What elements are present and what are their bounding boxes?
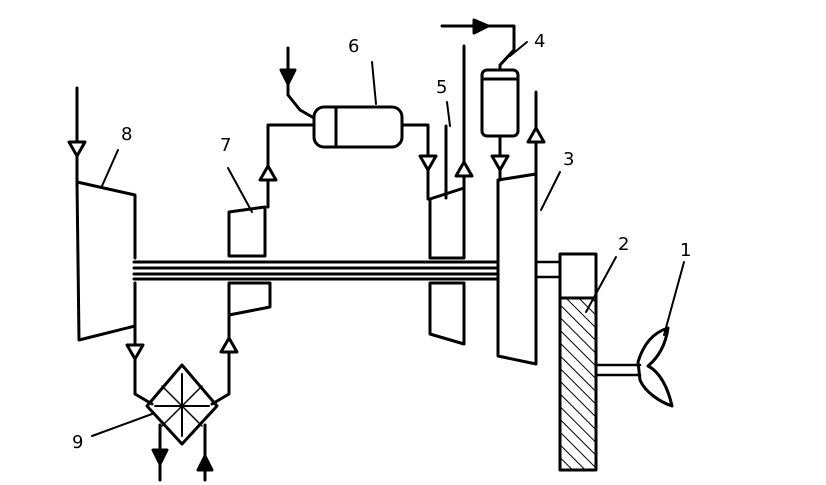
intercooler bbox=[125, 313, 239, 482]
label-1: 1 bbox=[680, 240, 691, 261]
label-6: 6 bbox=[348, 36, 359, 57]
label-5: 5 bbox=[436, 77, 447, 98]
main-shaft bbox=[132, 260, 562, 281]
label-8: 8 bbox=[121, 124, 132, 145]
power-turbine bbox=[496, 172, 538, 366]
propeller bbox=[594, 326, 674, 408]
gearbox bbox=[558, 252, 598, 472]
label-2: 2 bbox=[618, 234, 629, 255]
leader-lines bbox=[91, 41, 685, 437]
reheat-chamber bbox=[440, 18, 546, 182]
component-labels: 1 2 3 4 5 6 7 8 9 bbox=[72, 31, 691, 453]
turbine bbox=[428, 186, 466, 346]
high-pressure-compressor bbox=[227, 205, 272, 317]
label-7: 7 bbox=[220, 135, 231, 156]
label-9: 9 bbox=[72, 432, 83, 453]
turbine-exhaust-duct bbox=[444, 44, 474, 200]
label-3: 3 bbox=[563, 149, 574, 170]
low-pressure-compressor bbox=[67, 86, 137, 342]
combustion-chamber bbox=[258, 46, 438, 209]
label-4: 4 bbox=[534, 31, 545, 52]
